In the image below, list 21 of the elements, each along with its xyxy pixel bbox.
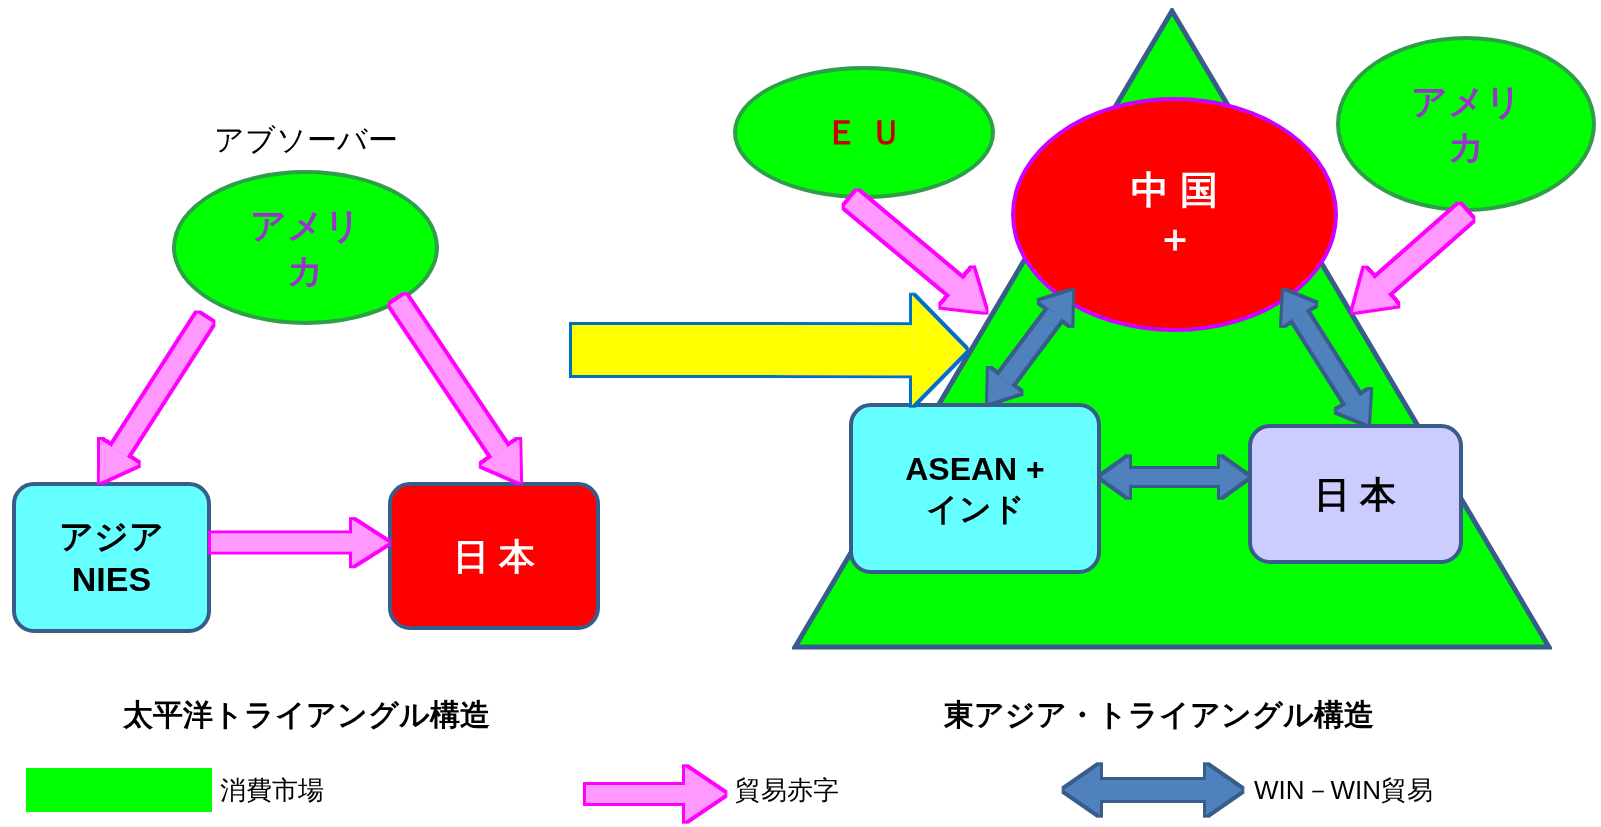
rounded-box	[1248, 424, 1463, 564]
block-arrow	[211, 519, 388, 566]
rounded-box	[388, 482, 600, 630]
node-label: アメリカ	[1409, 80, 1523, 169]
legend-label: WIN－WIN貿易	[1254, 774, 1434, 807]
node-caption: アブソーバー	[213, 122, 398, 158]
legend-label: 消費市場	[220, 774, 324, 807]
rounded-box	[849, 403, 1101, 574]
rounded-box	[12, 482, 211, 633]
node-label: アメリカ	[249, 203, 362, 293]
node-label: 日 本	[453, 534, 535, 579]
caption-text: 東アジア・トライアングル構造	[944, 697, 1374, 733]
block-arrow	[572, 295, 967, 406]
node-label: 日 本	[1314, 472, 1397, 517]
block-arrow	[1101, 457, 1248, 498]
node-label: Ｅ Ｕ	[825, 112, 903, 154]
node-label: アジア NIES	[58, 516, 165, 600]
node-label: ASEAN + インド	[904, 449, 1046, 529]
legend-label: 貿易赤字	[735, 774, 839, 807]
caption-text: 太平洋トライアングル構造	[122, 697, 490, 733]
node-label: 中 国＋	[1130, 168, 1219, 261]
